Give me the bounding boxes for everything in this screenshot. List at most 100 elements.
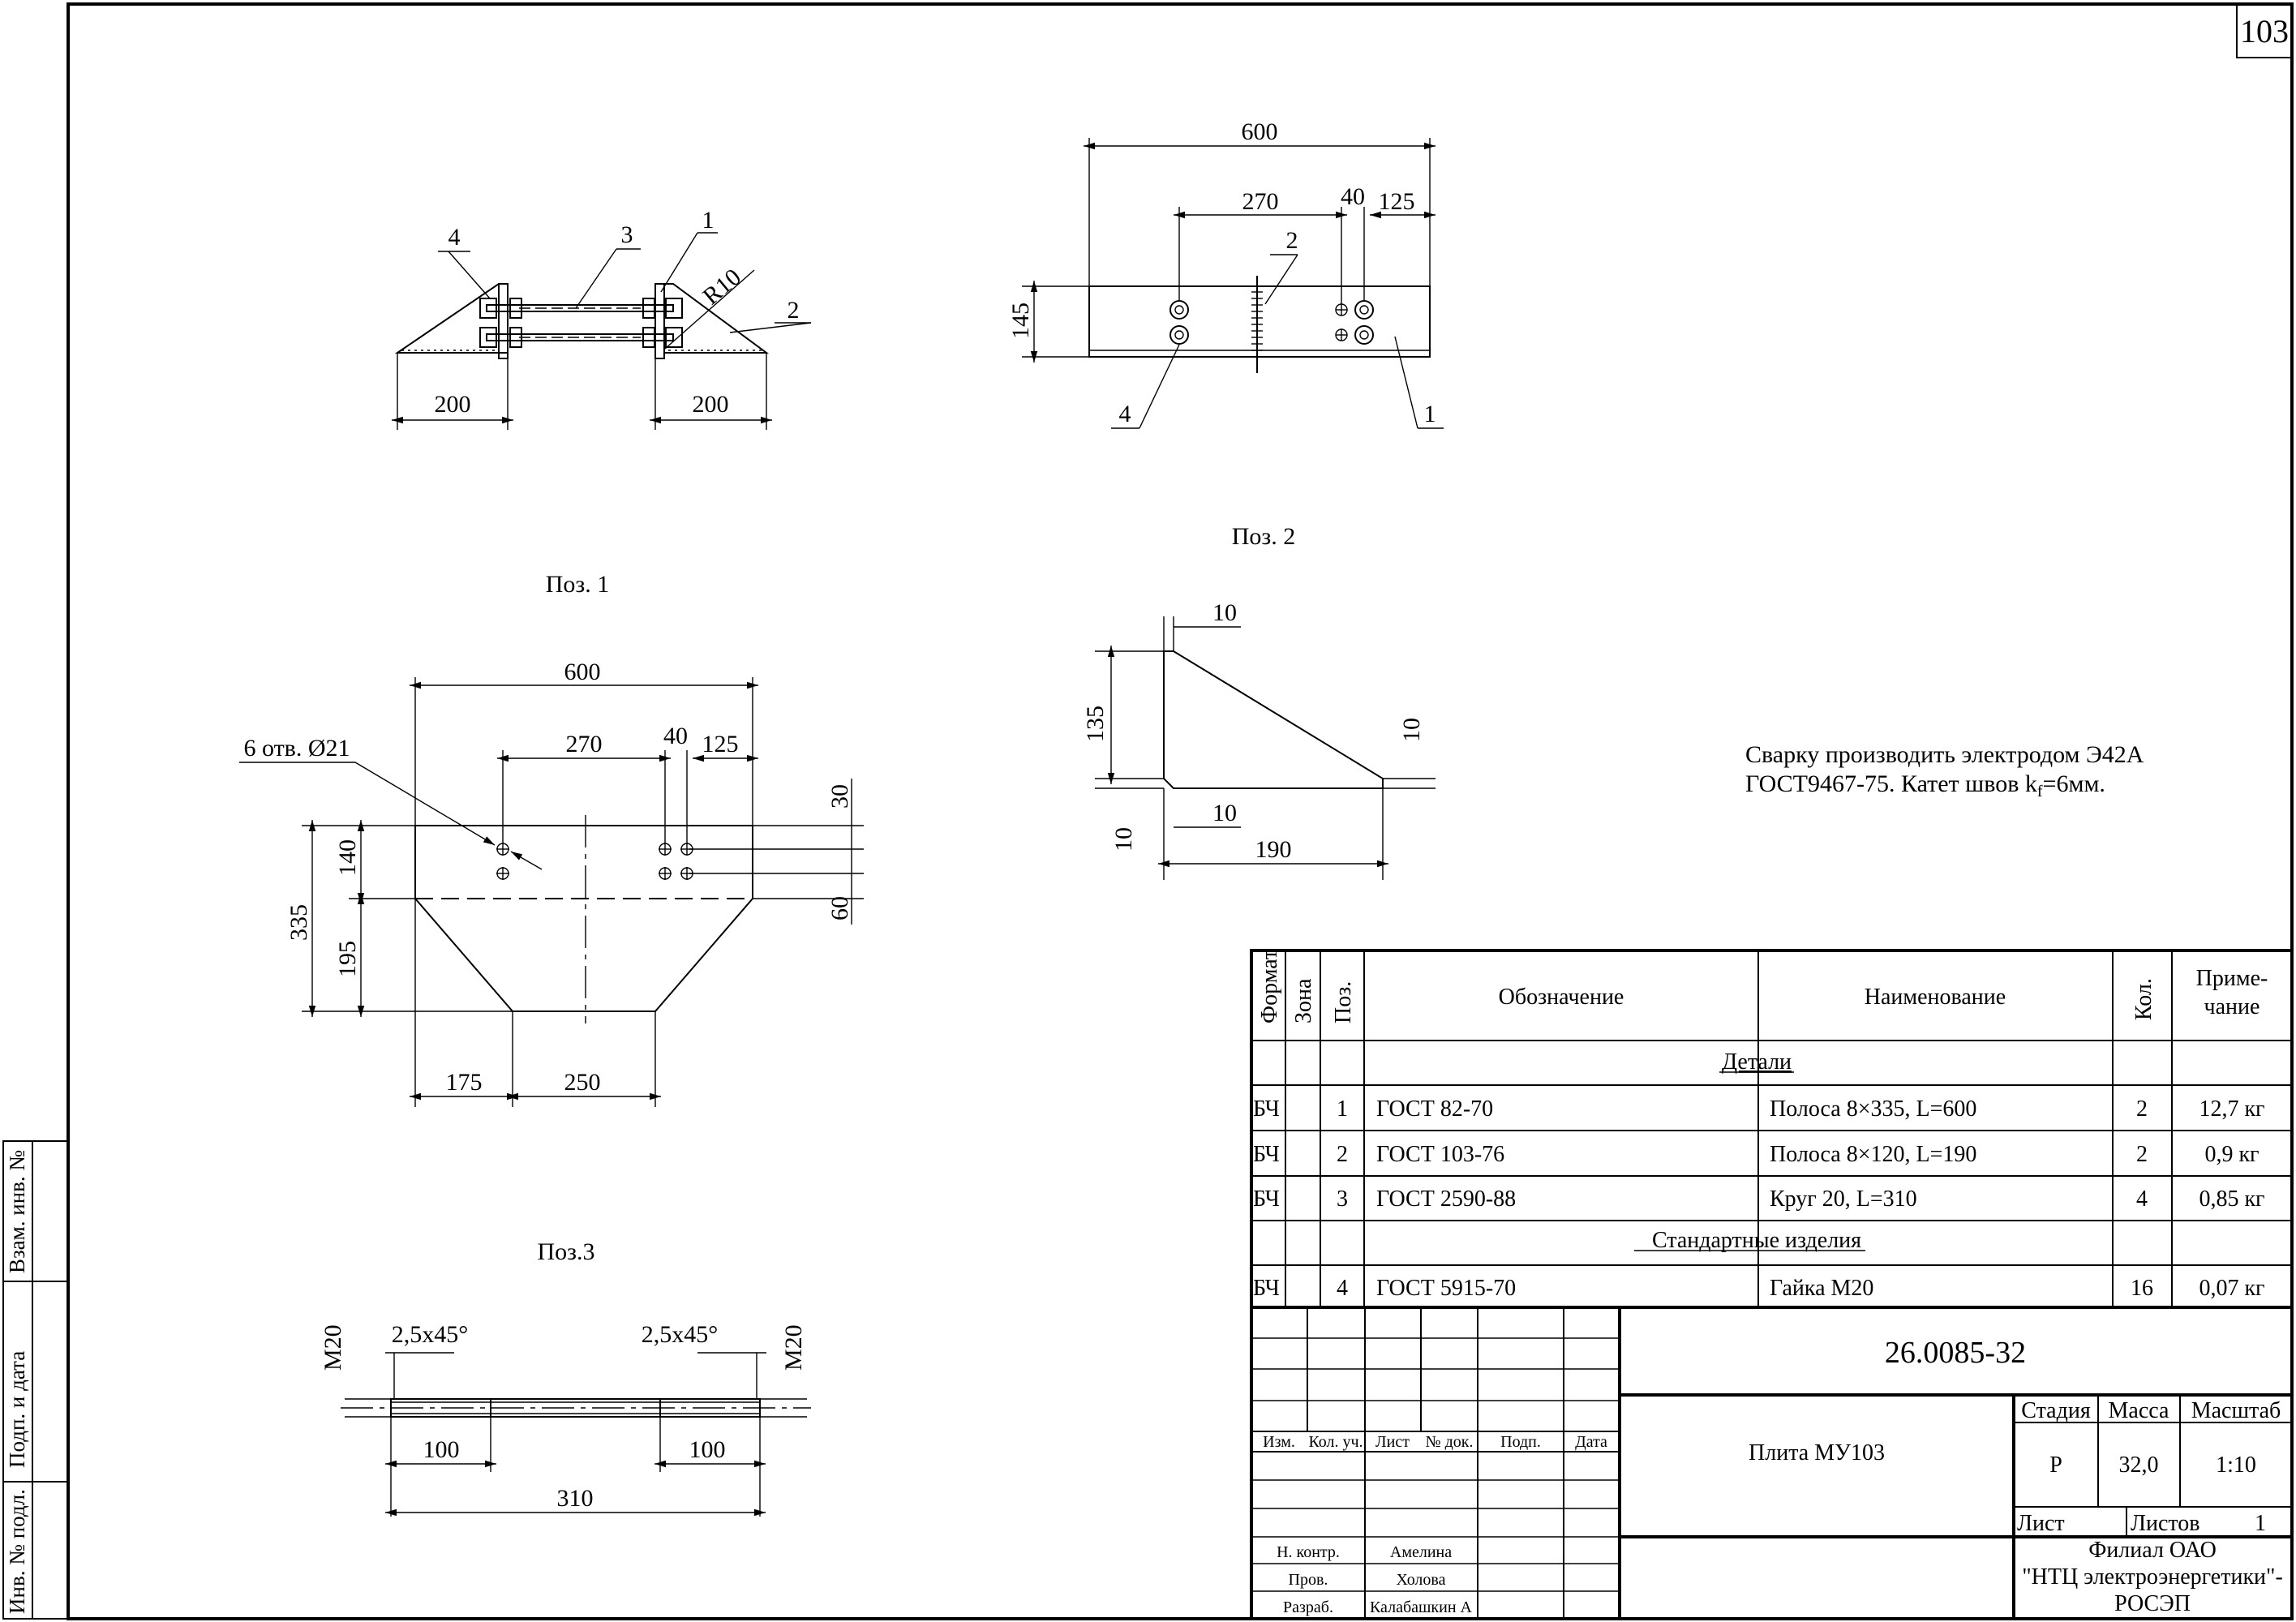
tb-org-line2: "НТЦ электроэнергетики"-: [2022, 1564, 2283, 1590]
tb-col-data: Дата: [1575, 1433, 1607, 1451]
tb-org-line1: Филиал ОАО: [2088, 1538, 2217, 1563]
rod-dim-100-right: 100: [689, 1436, 726, 1463]
tb-person-razrab: Калабашкин А: [1370, 1598, 1473, 1616]
spec-row4-naim: Гайка М20: [1770, 1276, 1873, 1301]
poz2-caption: Поз. 2: [1232, 523, 1296, 550]
rod-dim-310: 310: [557, 1485, 594, 1512]
spec-row1-oboz: ГОСТ 82-70: [1376, 1096, 1493, 1122]
spec-header-oboznachenie: Обозначение: [1499, 985, 1624, 1010]
poz3-caption: Поз.3: [537, 1238, 594, 1265]
spec-row1-poz: 1: [1337, 1096, 1348, 1122]
rod-thread-right: М20: [780, 1324, 807, 1371]
gusset-dim-10-right: 10: [1398, 718, 1425, 742]
spec-row3-poz: 3: [1337, 1186, 1348, 1212]
poz2-dim-145: 145: [1007, 303, 1034, 339]
tb-designation: 26.0085-32: [1885, 1336, 2026, 1370]
sheet-frame: 10 3: [67, 2, 2294, 1620]
gusset-dim-10-left: 10: [1110, 827, 1137, 852]
poz2-dim-600: 600: [1242, 118, 1278, 145]
tb-role-prov: Пров.: [1289, 1571, 1328, 1589]
rod-dim-100-left: 100: [423, 1436, 460, 1463]
poz2-dim-270: 270: [1242, 188, 1279, 215]
poz3-dim-600: 600: [564, 659, 601, 685]
side-stamp-vzam: Взам. инв. №: [5, 1150, 29, 1273]
spec-row4-kol: 16: [2131, 1276, 2153, 1301]
view-poz1: 4 3 1 R10 2 200 200 Поз. 1: [392, 207, 812, 598]
poz1-leader-1: 1: [702, 207, 715, 234]
spec-header-naimenovanie: Наименование: [1865, 985, 2006, 1010]
spec-row1-prim: 12,7 кг: [2199, 1096, 2264, 1122]
view-poz2: 600 270 40 125 145 2 4 1 Поз. 2: [1007, 118, 1444, 550]
tb-scale: 1:10: [2216, 1453, 2256, 1478]
tb-role-razrab: Разраб.: [1283, 1598, 1333, 1616]
spec-header-prim-2: чание: [2204, 994, 2260, 1019]
tb-sheets-label: Листов: [2131, 1511, 2200, 1536]
poz1-caption: Поз. 1: [546, 571, 610, 598]
spec-row3-oboz: ГОСТ 2590-88: [1376, 1186, 1516, 1212]
poz1-dim-left: 200: [435, 391, 471, 418]
side-stamp: Взам. инв. № Подп. и дата Инв. № подл.: [2, 1140, 69, 1620]
tb-mass-label: Масса: [2109, 1398, 2170, 1423]
spec-row4-poz: 4: [1337, 1276, 1348, 1301]
poz3-dim-195: 195: [334, 941, 361, 977]
spec-section-standard: Стандартные изделия: [1652, 1228, 1861, 1253]
spec-header-poz: Поз.: [1331, 981, 1356, 1023]
note-line-1: Сварку производить электродом Э42А: [1745, 741, 2144, 768]
tb-col-n-dok: № док.: [1426, 1433, 1474, 1451]
spec-row2-poz: 2: [1337, 1142, 1348, 1167]
tb-scale-label: Масштаб: [2191, 1398, 2281, 1423]
spec-row3-naim: Круг 20, L=310: [1770, 1186, 1917, 1212]
gusset-dim-135: 135: [1082, 706, 1109, 742]
view-rod: 2,5x45° 2,5x45° М20 М20 100 100 310: [320, 1321, 811, 1517]
gusset-dim-190: 190: [1255, 836, 1292, 863]
poz2-leader-1: 1: [1424, 401, 1436, 427]
poz3-dim-125: 125: [702, 731, 739, 757]
tb-name: Плита МУ103: [1749, 1440, 1885, 1465]
poz1-dim-right: 200: [693, 391, 729, 418]
spec-row2-naim: Полоса 8×120, L=190: [1770, 1142, 1976, 1167]
spec-row2-oboz: ГОСТ 103-76: [1376, 1142, 1504, 1167]
note-line-2-post: =6мм.: [2043, 770, 2105, 797]
spec-row1-format: БЧ: [1253, 1096, 1280, 1122]
tb-stage: Р: [2049, 1453, 2062, 1478]
spec-row4-format: БЧ: [1253, 1276, 1280, 1301]
side-stamp-podp-data: Подп. и дата: [5, 1351, 29, 1468]
spec-table: Формат Зона Поз. Обозначение Наименовани…: [1250, 949, 2294, 1309]
poz2-leader-4: 4: [1119, 401, 1131, 427]
side-stamp-inv-podl: Инв. № подл.: [5, 1489, 29, 1614]
spec-header-kol: Кол.: [2131, 978, 2157, 1020]
view-poz3: 6 отв. Ø21 600 270 40 125 30 60 335 140 …: [239, 659, 864, 1265]
spec-header-format: Формат: [1257, 950, 1282, 1023]
gusset-dim-10-top: 10: [1212, 599, 1237, 626]
title-block: Изм. Кол. уч. Лист № док. Подп. Дата Н. …: [1250, 1306, 2294, 1620]
tb-stage-label: Стадия: [2021, 1398, 2091, 1423]
tb-org-line3: РОСЭП: [2114, 1591, 2191, 1616]
tb-col-list: Лист: [1375, 1433, 1410, 1451]
poz3-dim-270: 270: [566, 731, 603, 757]
spec-header-zona: Зона: [1291, 978, 1316, 1023]
welding-note: Сварку производить электродом Э42А ГОСТ9…: [1745, 741, 2144, 800]
poz2-leader-2: 2: [1286, 227, 1298, 254]
spec-row2-format: БЧ: [1253, 1142, 1280, 1167]
note-line-2-pre: ГОСТ9467-75. Катет швов k: [1745, 770, 2037, 797]
note-line-2-sub: f: [2037, 783, 2043, 800]
gusset-dim-10-bottom: 10: [1212, 800, 1237, 826]
rod-chamfer-left: 2,5x45°: [392, 1321, 469, 1348]
tb-sheets: 1: [2255, 1511, 2266, 1536]
poz3-dim-60: 60: [826, 896, 853, 920]
tb-person-prov: Холова: [1397, 1571, 1446, 1589]
note-line-2: ГОСТ9467-75. Катет швов kf=6мм.: [1745, 770, 2105, 800]
spec-row3-format: БЧ: [1253, 1186, 1280, 1212]
tb-person-n-kontr: Амелина: [1390, 1543, 1452, 1561]
poz1-leader-4: 4: [448, 224, 461, 251]
poz3-dim-30: 30: [826, 784, 853, 809]
spec-row3-prim: 0,85 кг: [2199, 1186, 2264, 1212]
tb-col-izm: Изм.: [1263, 1433, 1295, 1451]
tb-col-kol-uch: Кол. уч.: [1308, 1433, 1363, 1451]
poz3-dim-140: 140: [334, 839, 361, 876]
poz1-leader-2: 2: [788, 297, 800, 324]
spec-row2-kol: 2: [2136, 1142, 2148, 1167]
tb-mass: 32,0: [2119, 1453, 2159, 1478]
spec-row3-kol: 4: [2136, 1186, 2148, 1212]
view-poz2-gusset: 10 135 10 10 10 190: [1082, 599, 1436, 880]
